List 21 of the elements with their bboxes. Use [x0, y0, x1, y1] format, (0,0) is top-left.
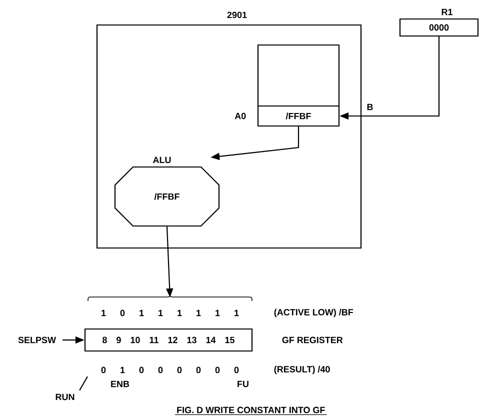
register-box: R1 0000: [399, 8, 479, 37]
signal-label: SELPSW: [18, 336, 56, 344]
edge-label: B: [366, 102, 374, 112]
row-label: (ACTIVE LOW) /BF: [274, 308, 354, 318]
signal-label: RUN: [56, 394, 74, 400]
row-label: GF REGISTER: [282, 336, 343, 344]
bit-name: FU: [238, 380, 248, 388]
bit-name: ENB: [111, 380, 130, 388]
node-label: R1: [442, 8, 452, 16]
memory-box: [257, 44, 340, 107]
register-cell: /FFBF: [257, 105, 340, 127]
row-label: (RESULT) /40: [274, 366, 330, 374]
leader-line: [79, 376, 88, 391]
register-name: A0: [234, 112, 246, 120]
caption: FIG. D WRITE CONSTANT INTO GF: [174, 406, 328, 416]
alu-octagon: ALU /FFBF: [114, 156, 220, 227]
node-label: 2901: [227, 12, 247, 18]
bit-row: 0 1 0 0 0 0 0 0: [101, 366, 239, 374]
bit-row: 1 0 1 1 1 1 1 1: [102, 310, 239, 316]
register-box: 8 9 10 11 12 13 14 15: [84, 328, 253, 352]
node-label: ALU: [152, 156, 171, 164]
